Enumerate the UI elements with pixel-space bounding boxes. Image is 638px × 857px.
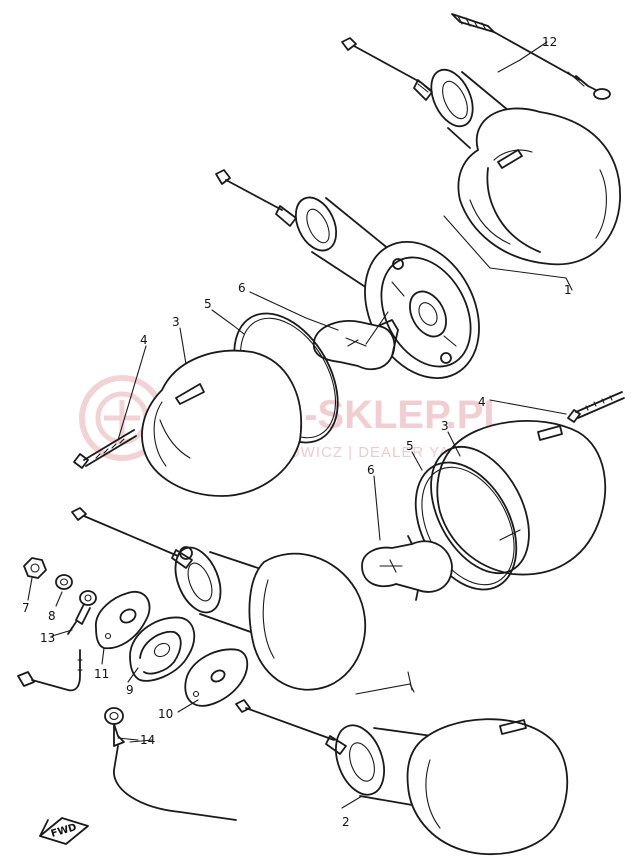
lamp-base-plate bbox=[364, 241, 480, 379]
forward-direction-arrow: FWD bbox=[39, 817, 89, 845]
callout-4-upper: 4 bbox=[140, 333, 148, 347]
wire-lead-14 bbox=[104, 707, 237, 821]
terminal-13 bbox=[67, 590, 97, 635]
callout-1: 1 bbox=[564, 283, 572, 297]
bulb-upper bbox=[312, 311, 399, 371]
callout-labels: 1 2 3 3 4 4 5 5 6 6 7 8 9 10 11 12 13 14 bbox=[22, 35, 572, 829]
flasher-assembly-1 bbox=[341, 37, 621, 291]
screw-lower bbox=[567, 391, 625, 423]
callout-7: 7 bbox=[22, 601, 30, 615]
wire-plug-left bbox=[17, 649, 83, 692]
lens-upper bbox=[141, 349, 302, 497]
callout-9: 9 bbox=[126, 683, 134, 697]
plate-11 bbox=[95, 591, 151, 650]
bracket-lower-assembly bbox=[355, 671, 415, 695]
screw-upper bbox=[73, 429, 137, 469]
callout-13: 13 bbox=[40, 631, 55, 645]
flasher-assembly-2 bbox=[235, 699, 569, 856]
callout-10: 10 bbox=[158, 707, 173, 721]
callout-6-upper: 6 bbox=[238, 281, 246, 295]
callout-6-lower: 6 bbox=[367, 463, 375, 477]
callout-5-lower: 5 bbox=[406, 439, 414, 453]
callout-3-upper: 3 bbox=[172, 315, 180, 329]
callout-11: 11 bbox=[94, 667, 109, 681]
lens-lower bbox=[430, 419, 607, 576]
callout-2: 2 bbox=[342, 815, 350, 829]
leader-lines bbox=[27, 41, 567, 809]
stem-housing-middle bbox=[215, 169, 391, 291]
plate-10 bbox=[184, 648, 249, 707]
callout-3-lower: 3 bbox=[441, 419, 449, 433]
washer-8 bbox=[55, 574, 73, 590]
wire-lead-12 bbox=[451, 13, 611, 100]
stem-housing-lower-left bbox=[71, 507, 367, 691]
grommet-9 bbox=[129, 616, 196, 682]
callout-12: 12 bbox=[542, 35, 557, 49]
callout-4-lower: 4 bbox=[478, 395, 486, 409]
callout-5-upper: 5 bbox=[204, 297, 212, 311]
bulb-lower bbox=[361, 535, 453, 601]
nut-7 bbox=[23, 557, 47, 579]
callout-14: 14 bbox=[140, 733, 155, 747]
callout-8: 8 bbox=[48, 609, 56, 623]
